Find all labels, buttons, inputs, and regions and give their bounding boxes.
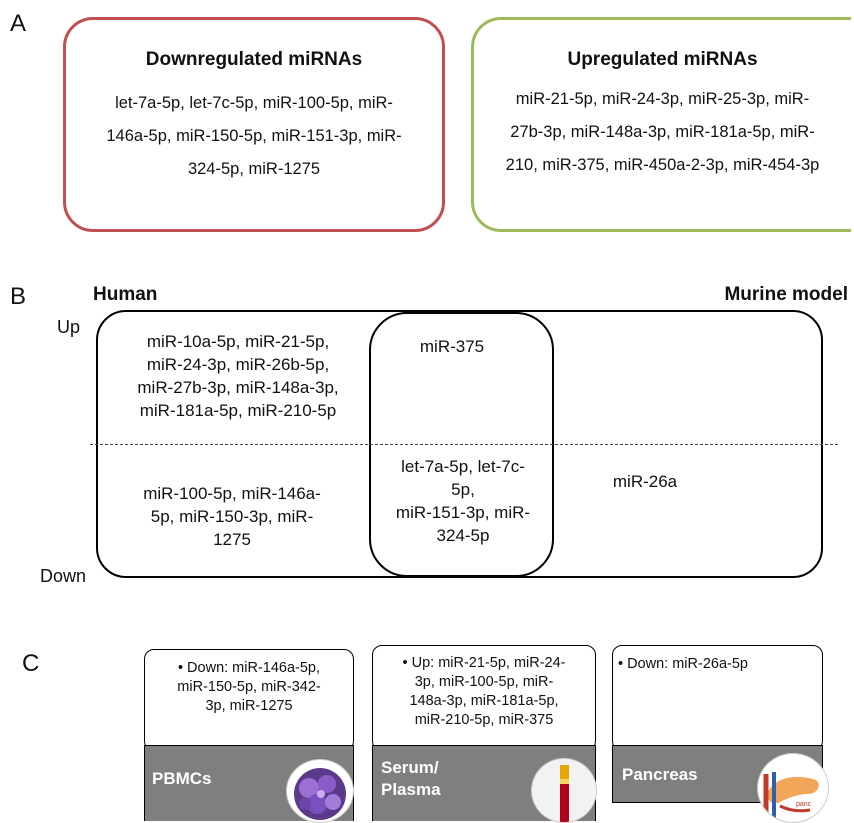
pbmc-finding-line: miR-150-5p, miR-342- [177,679,321,695]
shared-up-list: miR-375 [372,335,532,358]
murine-down-list: miR-26a [590,470,700,493]
panel-a-letter: A [10,10,27,37]
serum-finding-line: 3p, miR-100-5p, miR- [414,674,554,690]
human-down-line: 1275 [213,530,251,549]
pancreas-icon-text: panc [796,801,812,808]
blood-tube-icon [531,758,597,823]
murine-model-label: Murine model [724,284,848,305]
serum-finding-line: miR-210-5p, miR-375 [414,712,554,728]
pbmc-findings: • Down: miR-146a-5p, miR-150-5p, miR-342… [150,659,348,716]
pancreas-finding-line: • Down: miR-26a-5p [618,656,748,672]
shared-down-line: 324-5p [436,526,490,545]
pancreas-card [612,645,823,751]
pancreas-label: Pancreas [622,765,698,784]
serum-finding-line: • Up: miR-21-5p, miR-24- [402,655,566,671]
upregulated-line: miR-21-5p, miR-24-3p, miR-25-3p, miR- [515,90,810,108]
human-down-list: miR-100-5p, miR-146a- 5p, miR-150-3p, mi… [102,482,362,551]
shared-up-line: miR-375 [419,337,485,356]
pancreas-findings: • Down: miR-26a-5p [618,655,818,674]
serum-label: Serum/ Plasma [381,757,441,801]
downregulated-box: Downregulated miRNAs let-7a-5p, let-7c-5… [63,17,445,232]
shared-down-list: let-7a-5p, let-7c- 5p, miR-151-3p, miR- … [372,455,554,547]
human-down-line: miR-100-5p, miR-146a- [143,484,321,503]
pbmc-finding-line: • Down: miR-146a-5p, [177,660,321,676]
downregulated-line: 324-5p, miR-1275 [187,160,321,178]
pbmc-card [144,649,354,751]
shared-down-line: 5p, [451,480,475,499]
serum-findings: • Up: miR-21-5p, miR-24- 3p, miR-100-5p,… [376,654,592,730]
downregulated-title: Downregulated miRNAs [145,49,363,70]
serum-finding-line: 148a-3p, miR-181a-5p, [409,693,559,709]
upregulated-line: 27b-3p, miR-148a-3p, miR-181a-5p, miR- [510,123,815,141]
pbmc-cells-icon [286,759,354,823]
human-up-line: miR-10a-5p, miR-21-5p, [146,332,330,351]
downregulated-line: 146a-5p, miR-150-5p, miR-151-3p, miR- [106,127,402,145]
upregulated-title: Upregulated miRNAs [567,49,758,70]
pancreas-icon: panc [757,753,829,823]
up-label: Up [57,317,81,337]
shared-down-line: let-7a-5p, let-7c- [401,457,525,476]
downregulated-line: let-7a-5p, let-7c-5p, miR-100-5p, miR- [115,94,393,112]
pbmc-finding-line: 3p, miR-1275 [205,698,293,714]
murine-down-line: miR-26a [612,472,678,491]
human-down-line: 5p, miR-150-3p, miR- [150,507,314,526]
up-down-divider [90,444,838,445]
serum-label-line: Serum/ [381,758,439,777]
human-label: Human [93,284,158,305]
panel-c-letter: C [22,650,40,677]
human-up-line: miR-24-3p, miR-26b-5p, [146,355,330,374]
human-up-line: miR-27b-3p, miR-148a-3p, [137,378,339,397]
upregulated-line: 210, miR-375, miR-450a-2-3p, miR-454-3p [505,156,820,174]
upregulated-box: Upregulated miRNAs miR-21-5p, miR-24-3p,… [471,17,851,232]
human-up-list: miR-10a-5p, miR-21-5p, miR-24-3p, miR-26… [102,330,374,422]
human-up-line: miR-181a-5p, miR-210-5p [139,401,337,420]
serum-label-line: Plasma [381,780,441,799]
shared-down-line: miR-151-3p, miR- [395,503,531,522]
panel-b-letter: B [10,283,27,310]
pbmc-label: PBMCs [152,769,212,788]
down-label: Down [40,566,87,586]
